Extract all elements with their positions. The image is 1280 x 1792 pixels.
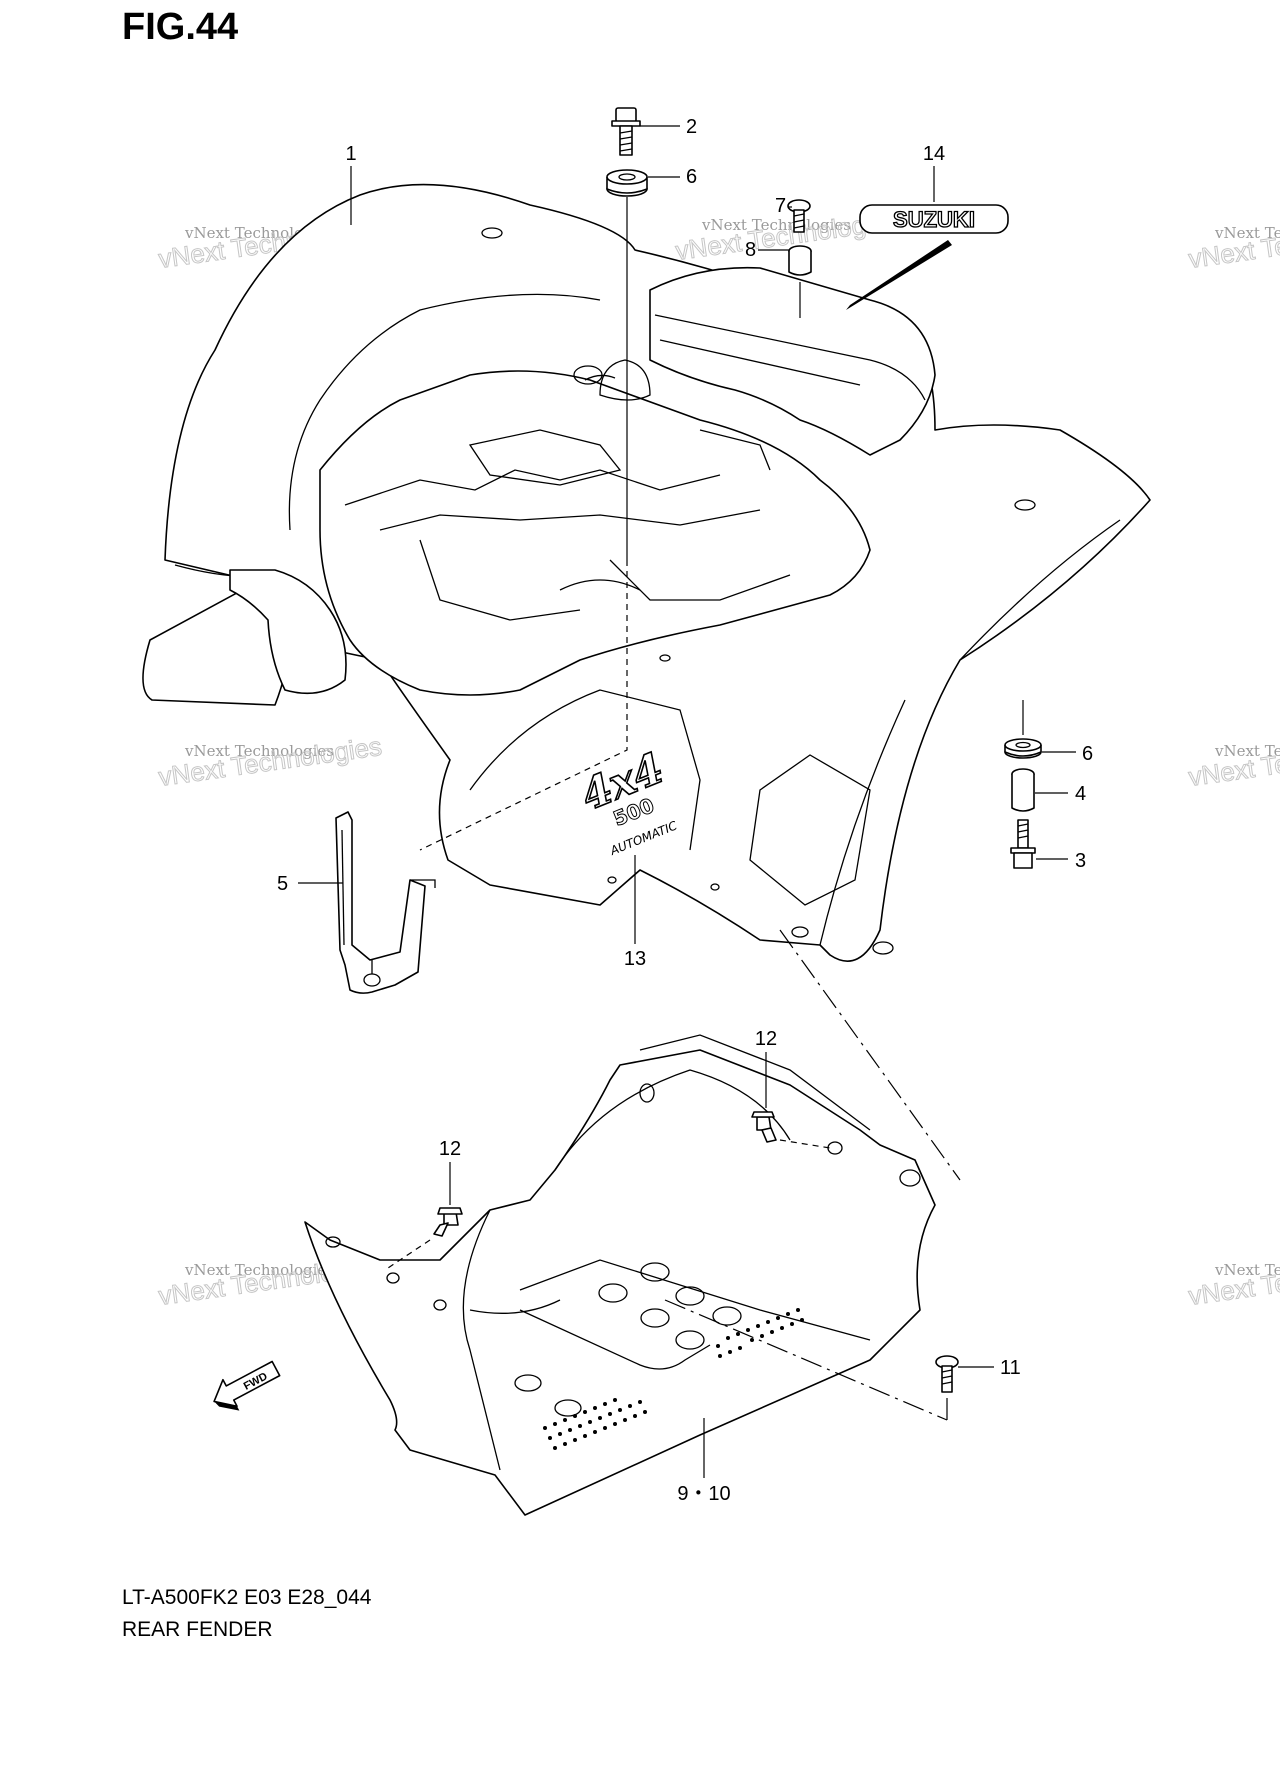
watermark: vNext Technologies vNext Technologies (156, 730, 384, 792)
svg-text:vNext Technologies: vNext Technologies (1187, 1250, 1280, 1311)
svg-text:vNext Technologies: vNext Technologies (184, 742, 334, 760)
mount-line-hidden (384, 1239, 431, 1271)
bolt-3 (1010, 819, 1036, 869)
bolt-12-lower (433, 1207, 463, 1237)
center-line (664, 1299, 948, 1421)
callout-8: 8 (745, 239, 789, 261)
bolt-2 (611, 107, 641, 156)
svg-text:12: 12 (439, 1138, 461, 1160)
watermark: vNext Technologies vNext Technologies (1186, 212, 1280, 274)
svg-text:vNext Technologies: vNext Technologies (1214, 224, 1280, 242)
section-name: REAR FENDER (122, 1618, 273, 1641)
svg-text:12: 12 (755, 1028, 777, 1050)
svg-text:7: 7 (775, 195, 786, 217)
svg-text:vNext Technologies: vNext Technologies (1214, 1261, 1280, 1279)
rear-fender (142, 183, 1151, 962)
grommet-6-top (606, 169, 648, 197)
mount-line-hidden (779, 1139, 831, 1149)
bolt-11 (935, 1355, 959, 1393)
svg-text:4: 4 (1075, 783, 1086, 805)
svg-text:vNext Technologies: vNext Technologies (1214, 742, 1280, 760)
callout-9-10: 9・10 (677, 1418, 731, 1505)
svg-text:8: 8 (745, 239, 756, 261)
center-line (779, 929, 961, 1181)
callout-13: 13 (624, 855, 646, 970)
svg-text:6: 6 (1082, 743, 1093, 765)
callout-group: 1 2 6 7 8 14 6 4 3 5 13 12 12 11 9・10 (277, 116, 1093, 1505)
svg-text:vNext Technologies: vNext Technologies (157, 731, 384, 792)
collar-8 (788, 245, 812, 276)
screw-7 (787, 199, 811, 233)
callout-2: 2 (640, 116, 697, 138)
svg-text:FWD: FWD (242, 1370, 270, 1392)
svg-text:6: 6 (686, 166, 697, 188)
svg-text:vNext Technologies: vNext Technologies (184, 1261, 334, 1279)
svg-text:3: 3 (1075, 850, 1086, 872)
figure-title: FIG.44 (122, 6, 239, 48)
collar-4 (1011, 768, 1035, 812)
grommet-6-side (1004, 738, 1042, 759)
svg-text:5: 5 (277, 873, 288, 895)
svg-text:1: 1 (345, 143, 356, 165)
callout-11: 11 (958, 1357, 1021, 1379)
svg-text:vNext Technologies: vNext Technologies (1187, 213, 1280, 274)
callout-12-upper: 12 (755, 1028, 777, 1108)
callout-5: 5 (277, 873, 343, 895)
bracket-5 (335, 811, 436, 994)
fwd-direction-arrow: FWD (213, 1360, 281, 1411)
watermark: vNext Technologies vNext Technologies (1186, 1249, 1280, 1311)
callout-7: 7 (775, 195, 792, 217)
model-code: LT-A500FK2 E03 E28_044 (122, 1586, 372, 1609)
svg-text:2: 2 (686, 116, 697, 138)
svg-text:14: 14 (923, 143, 945, 165)
mount-line-hidden (419, 560, 628, 851)
callout-14: 14 (923, 143, 945, 202)
callout-6-side: 6 (1042, 743, 1093, 765)
callout-12-lower: 12 (439, 1138, 461, 1205)
svg-text:SUZUKI: SUZUKI (893, 207, 975, 232)
svg-text:vNext Technologies: vNext Technologies (1187, 731, 1280, 792)
callout-4: 4 (1035, 783, 1086, 805)
mud-guard (304, 1034, 936, 1516)
callout-3: 3 (1036, 850, 1086, 872)
svg-text:vNext Technologies: vNext Technologies (701, 216, 851, 234)
watermark: vNext Technologies vNext Technologies (1186, 730, 1280, 792)
svg-text:11: 11 (1000, 1357, 1021, 1379)
svg-text:13: 13 (624, 948, 646, 970)
suzuki-emblem: SUZUKI (846, 204, 1009, 310)
svg-text:9・10: 9・10 (677, 1483, 730, 1505)
bolt-12-upper (751, 1111, 777, 1143)
callout-1: 1 (345, 143, 357, 225)
callout-6-top: 6 (648, 166, 697, 188)
